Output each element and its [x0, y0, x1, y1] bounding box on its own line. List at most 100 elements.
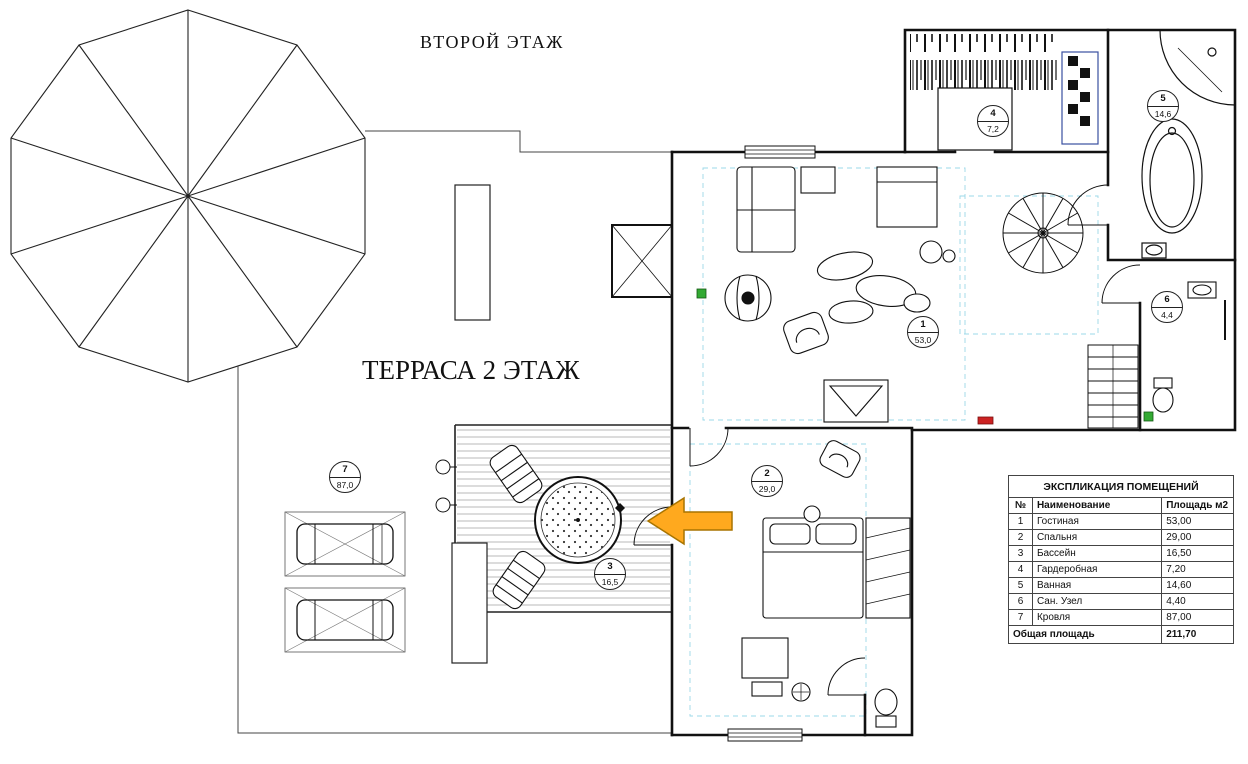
- table-row: 5 Ванная 14,60: [1008, 577, 1234, 594]
- pool-lounger: [489, 444, 543, 504]
- room-tag-wardrobe: 4 7,2: [977, 105, 1009, 137]
- ball-chair: [724, 274, 772, 322]
- room-tag-number: 2: [752, 466, 782, 482]
- room-schedule-table: ЭКСПЛИКАЦИЯ ПОМЕЩЕНИЙ № Наименование Пло…: [1007, 475, 1234, 644]
- cell-area: 4,40: [1161, 593, 1234, 610]
- table-total-row: Общая площадь 211,70: [1007, 625, 1234, 644]
- total-value: 211,70: [1161, 625, 1234, 644]
- cell-name: Гардеробная: [1031, 561, 1163, 578]
- chimney-block: [611, 224, 673, 298]
- room-tag-living: 1 53,0: [907, 316, 939, 348]
- pool-marker: [615, 503, 625, 513]
- table-row: 1 Гостиная 53,00: [1008, 513, 1234, 530]
- desk: [741, 637, 789, 679]
- cell-num: 6: [1008, 593, 1033, 610]
- terrace-outline: [237, 130, 673, 734]
- cell-area: 14,60: [1161, 577, 1234, 594]
- fireplace: [823, 379, 889, 423]
- wardrobe-room: [910, 34, 1099, 151]
- stone-rug: [816, 240, 956, 324]
- table-row: 7 Кровля 87,00: [1008, 609, 1234, 626]
- table-row: 2 Спальня 29,00: [1008, 529, 1234, 546]
- cell-num: 5: [1008, 577, 1033, 594]
- faucet-icon: [1167, 126, 1177, 136]
- toilet-bowl: [1152, 387, 1174, 413]
- table-row: 3 Бассейн 16,50: [1008, 545, 1234, 562]
- cell-area: 7,20: [1161, 561, 1234, 578]
- cell-num: 7: [1008, 609, 1033, 626]
- room-tag-area: 53,0: [914, 334, 932, 345]
- pool-column: [451, 542, 488, 664]
- room-tag-number: 3: [595, 559, 625, 575]
- room-tag-number: 6: [1152, 292, 1182, 308]
- cell-area: 29,00: [1161, 529, 1234, 546]
- col-header-name: Наименование: [1031, 497, 1163, 514]
- ceiling-lamp-icon: [803, 505, 821, 523]
- wc-fixtures: [1152, 281, 1226, 413]
- total-label: Общая площадь: [1007, 625, 1163, 644]
- bedroom-furniture: [741, 440, 911, 728]
- room-tag-roof: 7 87,0: [329, 461, 361, 493]
- cell-area: 87,00: [1161, 609, 1234, 626]
- cell-area: 16,50: [1161, 545, 1234, 562]
- shaft-outline: [1061, 51, 1099, 145]
- room-tag-area: 4,4: [1161, 309, 1173, 320]
- table-row: 4 Гардеробная 7,20: [1008, 561, 1234, 578]
- shelving-hatch: [910, 34, 1058, 90]
- cell-name: Спальня: [1031, 529, 1163, 546]
- cell-area: 53,00: [1161, 513, 1234, 530]
- room-tag-number: 5: [1148, 91, 1178, 107]
- shower-corner: [1159, 29, 1236, 106]
- bathtub: [1141, 118, 1203, 234]
- room-tag-area: 29,0: [758, 483, 776, 494]
- shower-head-icon: [1207, 47, 1217, 57]
- armchair: [783, 311, 829, 355]
- terrace-title: ТЕРРАСА 2 ЭТАЖ: [362, 355, 580, 385]
- room-tag-number: 7: [330, 462, 360, 478]
- staircase: [1087, 344, 1139, 429]
- room-tag-number: 1: [908, 317, 938, 333]
- roof-decagon-icon: [10, 9, 366, 383]
- col-header-num: №: [1008, 497, 1033, 514]
- wall-lamp-icon: [435, 459, 457, 513]
- col-header-area: Площадь м2: [1161, 497, 1234, 514]
- toilet-tank: [1153, 377, 1173, 389]
- sideboard: [876, 166, 938, 228]
- terrace-column: [454, 184, 491, 321]
- red-marker: [977, 416, 994, 425]
- side-table: [800, 166, 836, 194]
- room-tag-wc: 6 4,4: [1151, 291, 1183, 323]
- cell-num: 2: [1008, 529, 1033, 546]
- living-room-furniture: [724, 166, 956, 423]
- direction-arrow-icon: [646, 496, 733, 546]
- closet: [865, 517, 911, 619]
- bedroom-chair: [819, 440, 861, 478]
- terrace-loungers: [284, 511, 406, 653]
- room-tag-area: 16,5: [601, 576, 619, 587]
- toilet-tank: [875, 715, 897, 728]
- washbasin: [1141, 242, 1167, 259]
- pool-room: [435, 424, 672, 664]
- cell-name: Бассейн: [1031, 545, 1163, 562]
- room-tag-bathroom: 5 14,6: [1147, 90, 1179, 122]
- cell-name: Ванная: [1031, 577, 1163, 594]
- room-tag-pool: 3 16,5: [594, 558, 626, 590]
- ladder-blocks: [1068, 56, 1090, 126]
- cell-name: Гостиная: [1031, 513, 1163, 530]
- table-title: ЭКСПЛИКАЦИЯ ПОМЕЩЕНИЙ: [1008, 475, 1234, 498]
- spiral-staircase: [1002, 192, 1084, 274]
- room-tag-number: 4: [978, 106, 1008, 122]
- room-tag-area: 7,2: [987, 123, 999, 134]
- vanity: [751, 681, 783, 697]
- cell-num: 4: [1008, 561, 1033, 578]
- green-marker: [696, 288, 707, 299]
- table-row: 6 Сан. Узел 4,40: [1008, 593, 1234, 610]
- cell-num: 1: [1008, 513, 1033, 530]
- room-tag-bedroom: 2 29,0: [751, 465, 783, 497]
- room-tag-area: 14,6: [1154, 108, 1172, 119]
- room-tag-area: 87,0: [336, 479, 354, 490]
- pool-lounger: [492, 550, 546, 610]
- toilet-bowl: [874, 688, 898, 716]
